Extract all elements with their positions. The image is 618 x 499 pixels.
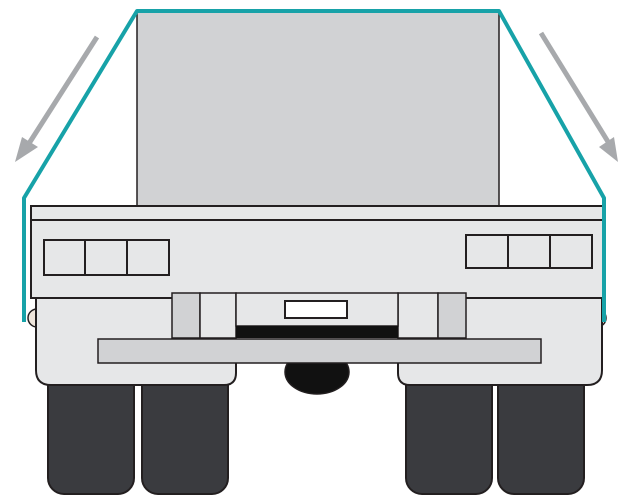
left-taillight-1 bbox=[44, 240, 85, 275]
cargo-box bbox=[137, 11, 499, 211]
frame-post-right-outer bbox=[438, 293, 466, 338]
right-taillight-1 bbox=[466, 235, 508, 268]
hitch-receiver bbox=[236, 326, 398, 338]
right-taillight-2 bbox=[508, 235, 550, 268]
arrow-down-right-icon bbox=[541, 33, 618, 162]
right-taillights bbox=[466, 235, 592, 268]
frame-post-left-inner bbox=[200, 293, 236, 338]
rear-bumper bbox=[98, 339, 541, 363]
left-taillight-2 bbox=[85, 240, 127, 275]
frame-post-right-inner bbox=[398, 293, 438, 338]
left-taillights bbox=[44, 240, 169, 275]
frame-post-left-outer bbox=[172, 293, 200, 338]
license-plate bbox=[285, 301, 347, 318]
left-taillight-3 bbox=[127, 240, 169, 275]
right-taillight-3 bbox=[550, 235, 592, 268]
